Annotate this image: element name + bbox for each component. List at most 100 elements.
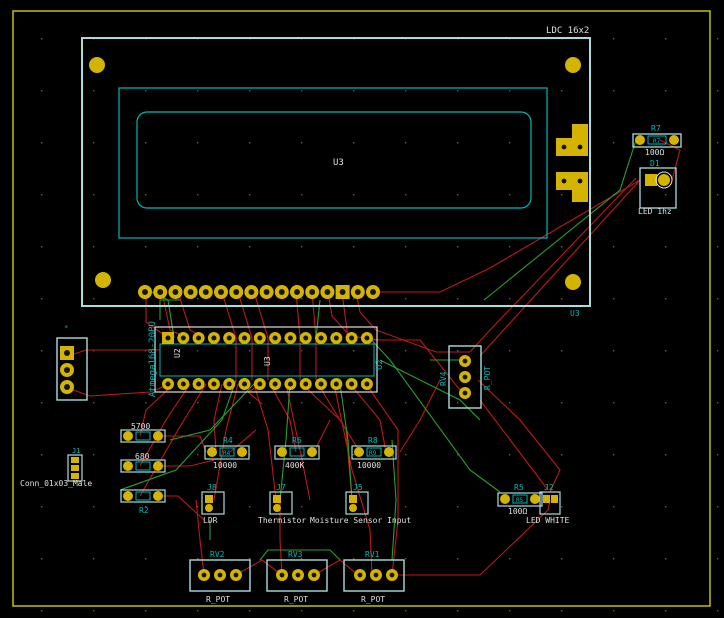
pad[interactable] [207,447,217,457]
pad[interactable] [71,465,79,471]
resistor-r4[interactable]: R4 R4 10000 [204,436,250,470]
connector-j5[interactable]: J5 Moisture Sensor Input [310,483,411,525]
mount-hole-tr[interactable] [565,57,581,73]
pad[interactable] [307,447,317,457]
pad[interactable] [354,447,364,457]
rv2-outline [189,559,251,592]
left-header[interactable]: * [56,324,88,401]
r7-value: 100Ω [645,148,664,157]
pad-hole [218,289,224,295]
rv2-ref: RV2 [210,550,225,559]
j7-outline [269,491,293,515]
pad[interactable] [543,495,550,503]
rv4-outline [448,345,482,409]
pad[interactable] [153,431,163,441]
resistor-r2[interactable]: R2 [120,489,166,515]
pad-hole [248,289,255,295]
resistor-680[interactable]: 680 [120,452,166,473]
resistor-outline [120,459,166,473]
connector-j2[interactable]: J2 LED WHITE [526,483,570,525]
mcu-atmega168[interactable]: Atmega168-20PU U2 U2 U3 [148,321,385,397]
pad[interactable] [669,135,679,145]
pad[interactable] [153,461,163,471]
lcd-silk-ref: U3 [570,309,580,318]
d1-outline [639,167,677,209]
pad-hole [233,289,240,295]
pad[interactable] [384,447,394,457]
pad[interactable] [551,495,558,503]
pot-rv1[interactable]: RV1 R_POT [343,550,405,604]
tab-hole [561,178,567,184]
pot-rv2[interactable]: RV2 R_POT [189,550,251,604]
pad[interactable] [205,495,213,503]
pad[interactable] [277,447,287,457]
pad-hole [354,289,361,295]
r8-value: 10000 [357,461,381,470]
pad[interactable] [123,431,133,441]
pad[interactable] [635,135,645,145]
pad[interactable] [153,491,163,501]
pot-rv3[interactable]: RV3 R_POT [266,550,328,604]
pad-hole [349,381,355,387]
mcu-pins-bottom[interactable] [162,378,373,390]
rv3-outline [266,559,328,592]
led-d1[interactable]: D1 LED 1hz [638,159,677,216]
pad[interactable] [71,473,79,479]
pad-hole [462,374,468,380]
mount-hole-br[interactable] [565,274,581,290]
r7-body [647,135,667,145]
mcu-fab-outline [159,343,375,377]
pad-hole [64,367,70,373]
pot-rv4[interactable]: RV4 R_POT [439,345,492,409]
backlight-tab[interactable] [572,124,588,156]
resistor-r7[interactable]: R7 R7 100Ω [632,124,682,157]
tab-hole [561,144,567,150]
resistor-outline [120,429,166,443]
mount-hole-bl[interactable] [95,272,111,288]
connector-j8[interactable]: J8 LDR [201,483,225,525]
lcd-module[interactable]: U3 LDC 16x2 U3 [81,26,591,318]
pad[interactable] [237,447,247,457]
connector-j1[interactable]: J1 Conn_01x03_Male [20,447,92,488]
pad-hole [187,289,194,295]
pad[interactable] [645,174,657,186]
resistor-body [289,447,305,457]
pad[interactable] [123,491,133,501]
pad[interactable] [273,504,281,512]
pad[interactable] [530,494,540,504]
pad-hole [211,335,217,341]
pad[interactable] [205,504,213,512]
pad-hole [233,572,239,578]
mount-hole-tl[interactable] [89,57,105,73]
backlight-tab[interactable] [572,172,588,202]
r2-ref: R2 [139,506,149,515]
lcd-courtyard [81,37,591,307]
pad[interactable] [658,174,670,186]
mcu-pins-top[interactable] [162,332,373,344]
r5-ref: R5 [514,483,524,492]
lcd-pin-header[interactable] [138,285,380,299]
pad-hole [357,572,363,578]
pad[interactable] [273,495,281,503]
pad-hole [318,381,324,387]
resistor-r5[interactable]: R5 R5 100Ω [497,483,543,516]
j7-ref: J7 [276,483,286,492]
pad-hole [303,381,309,387]
pad[interactable] [349,504,357,512]
pad[interactable] [71,457,79,463]
rv1-value: R_POT [361,595,385,604]
connector-j7[interactable]: J7 Thermistor [258,483,306,525]
resistor-r6[interactable]: R6 400K [274,436,320,470]
pad[interactable] [349,495,357,503]
j8-value: LDR [203,516,218,525]
pad-hole [279,572,285,578]
pad-hole [349,335,355,341]
pad[interactable] [500,494,510,504]
resistor-5700[interactable]: 5700 [120,422,166,443]
pad-hole [226,335,232,341]
pad[interactable] [123,461,133,471]
pad-hole [339,289,346,295]
r8-ref: R8 [368,436,378,445]
resistor-r8[interactable]: R8 R9 10000 [351,436,397,470]
